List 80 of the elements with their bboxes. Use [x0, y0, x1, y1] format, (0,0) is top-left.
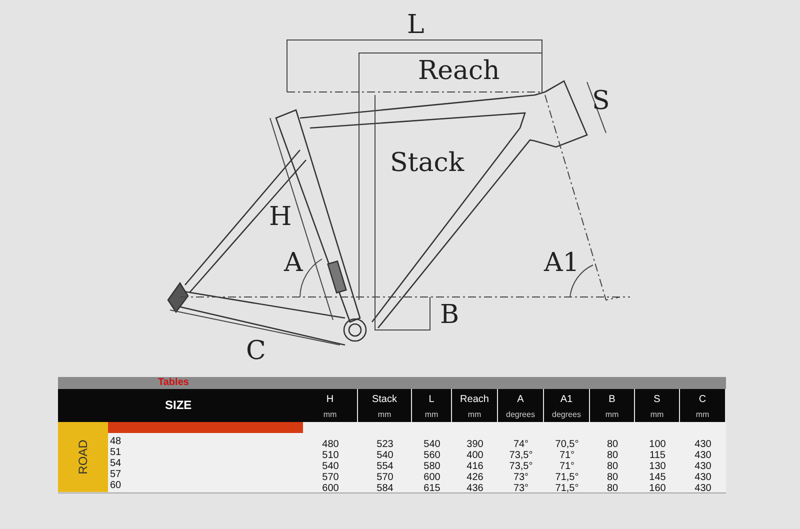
frame-size: 54 [110, 458, 122, 469]
dimension-label: Reach [418, 58, 500, 84]
dimension-label: S [592, 88, 610, 114]
unit-label: mm [694, 410, 710, 419]
column-name: L [428, 394, 436, 405]
table-value: 430 [694, 472, 712, 483]
category-label: ROAD [58, 422, 108, 492]
table-value: 80 [606, 450, 620, 461]
table-value: 73,5° [508, 461, 534, 472]
table-value: 80 [606, 461, 620, 472]
dimension-label: B [440, 302, 460, 328]
table-value: 560 [422, 450, 442, 461]
table-value: 615 [422, 483, 442, 494]
angle-label: A1 [544, 250, 580, 276]
unit-label: mm [466, 410, 482, 419]
table-value: 100 [648, 439, 667, 450]
table-value: 554 [376, 461, 394, 472]
table-value: 71° [558, 461, 576, 472]
table-value: 71,5° [554, 472, 580, 483]
table-title: Tables [158, 377, 189, 389]
dimension-label: C [246, 338, 266, 364]
table-value: 426 [466, 472, 484, 483]
table-value: 430 [694, 450, 712, 461]
table-value: 73° [512, 483, 530, 494]
table-value: 570 [376, 472, 394, 483]
table-value: 71° [558, 450, 576, 461]
column-name: B [608, 394, 616, 405]
column-name: SIZE [165, 398, 192, 412]
table-value: 600 [422, 472, 442, 483]
table-value: 430 [694, 483, 712, 494]
table-value: 160 [648, 483, 667, 494]
column-name: H [325, 394, 335, 405]
table-value: 430 [694, 461, 712, 472]
table-value: 580 [422, 461, 442, 472]
unit-label: mm [604, 410, 620, 419]
table-value: 540 [422, 439, 442, 450]
column-name: A1 [559, 394, 574, 405]
unit-label: mm [424, 410, 440, 419]
unit-label: degrees [505, 410, 536, 419]
dimension-label: L [407, 12, 424, 38]
column-name: Stack [370, 394, 398, 405]
table-value: 80 [606, 483, 620, 494]
table-value: 390 [466, 439, 484, 450]
table-value: 584 [376, 483, 394, 494]
frame-size: 57 [110, 469, 122, 480]
frame-size: 60 [110, 480, 122, 491]
table-value: 400 [466, 450, 484, 461]
table-value: 416 [466, 461, 484, 472]
dimension-label: Stack [390, 150, 464, 176]
table-value: 145 [648, 472, 667, 483]
angle-label: A [284, 250, 303, 276]
table-value: 130 [648, 461, 667, 472]
column-name: A [516, 394, 525, 405]
table-value: 540 [376, 450, 394, 461]
unit-label: mm [376, 410, 392, 419]
table-value: 71,5° [554, 483, 580, 494]
frame-size: 51 [110, 447, 122, 458]
dimension-label: H [269, 204, 292, 230]
table-value: 600 [321, 483, 340, 494]
table-value: 436 [466, 483, 484, 494]
column-name: C [698, 394, 708, 405]
table-value: 70,5° [554, 439, 580, 450]
table-value: 540 [321, 461, 340, 472]
table-value: 74° [512, 439, 530, 450]
table-value: 115 [648, 450, 666, 461]
table-value: 430 [694, 439, 712, 450]
table-value: 480 [321, 439, 340, 450]
column-name: S [652, 394, 662, 405]
table-value: 80 [606, 472, 620, 483]
table-value: 73,5° [508, 450, 534, 461]
table-value: 523 [376, 439, 394, 450]
unit-label: mm [649, 410, 665, 419]
table-value: 510 [321, 450, 340, 461]
unit-label: mm [322, 410, 338, 419]
table-value: 570 [321, 472, 340, 483]
table-value: 80 [606, 439, 620, 450]
column-name: Reach [459, 394, 490, 405]
frame-size: 48 [110, 436, 122, 447]
unit-label: degrees [551, 410, 582, 419]
table-value: 73° [512, 472, 530, 483]
